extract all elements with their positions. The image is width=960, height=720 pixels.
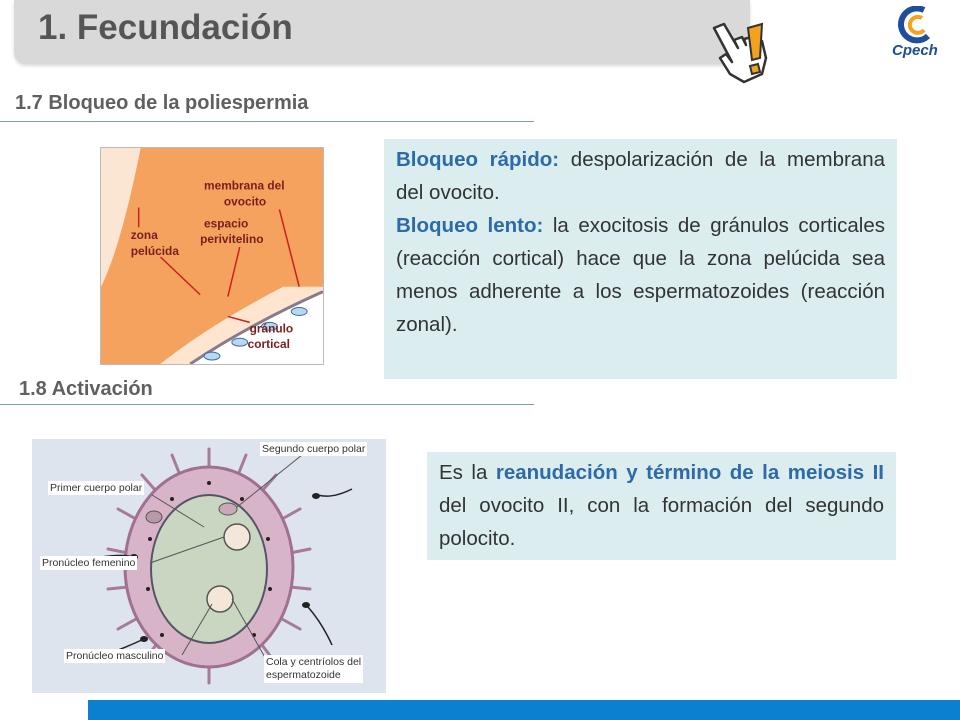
section-heading-2: 1.8 Activación: [19, 378, 153, 400]
fast-block-term: Bloqueo rápido:: [396, 148, 560, 171]
label-membrane-1: membrana del: [204, 179, 285, 193]
section-heading-1: 1.7 Bloqueo de la poliespermia: [15, 92, 309, 114]
cortical-granule-figure: membrana del ovocito espacio perivitelin…: [100, 147, 324, 365]
footer-bar: [88, 700, 960, 720]
exclamation-icon: [746, 22, 764, 76]
poliespermia-info-box: Bloqueo rápido: despolarización de la me…: [384, 139, 897, 379]
oocyte-drawing: [89, 446, 353, 685]
label-granule-2: cortical: [248, 337, 290, 351]
label-perivitelline-2: perivitelino: [200, 232, 263, 246]
label-male-pronucleus: Pronúcleo masculino: [64, 649, 166, 663]
pointing-hand-icon: [712, 22, 768, 84]
cpech-logo: [898, 6, 931, 44]
label-first-polar-body: Primer cuerpo polar: [48, 481, 145, 495]
label-zona-2: pelúcida: [131, 244, 180, 258]
section-rule-2: [0, 404, 534, 405]
fast-block-text: despolarización de la membrana del ovoci…: [396, 148, 886, 204]
label-granule-1: gránulo: [250, 321, 294, 335]
label-tail-centrioles-1: Cola y centríolos del: [266, 656, 362, 668]
label-perivitelline-1: espacio: [204, 216, 248, 230]
slow-block-text: la exocitosis de gránulos corticales (re…: [396, 214, 885, 336]
activacion-info-box: Es la reanudación y término de la meiosi…: [427, 452, 896, 560]
title-bar: [14, 0, 750, 64]
activacion-highlight: reanudación y término de la meiosis II: [495, 461, 884, 484]
label-tail-centrioles-2: espermatozoide: [266, 669, 341, 681]
label-tail-centrioles: Cola y centríolos del espermatozoide: [264, 655, 364, 683]
activated-oocyte-figure: Segundo cuerpo polar Primer cuerpo polar…: [32, 439, 386, 693]
label-female-pronucleus: Pronúcleo femenino: [40, 556, 138, 570]
activacion-text-before: Es la: [439, 461, 496, 484]
logo-text: Cpech: [892, 42, 938, 59]
label-second-polar-body: Segundo cuerpo polar: [260, 442, 368, 456]
activacion-text-after: del ovocito II, con la formación del seg…: [439, 494, 884, 550]
label-membrane-2: ovocito: [224, 194, 266, 208]
slow-block-term: Bloqueo lento:: [396, 214, 544, 237]
label-zona-1: zona: [131, 228, 158, 242]
page-title: 1. Fecundación: [38, 8, 293, 47]
section-rule-1: [0, 121, 534, 122]
